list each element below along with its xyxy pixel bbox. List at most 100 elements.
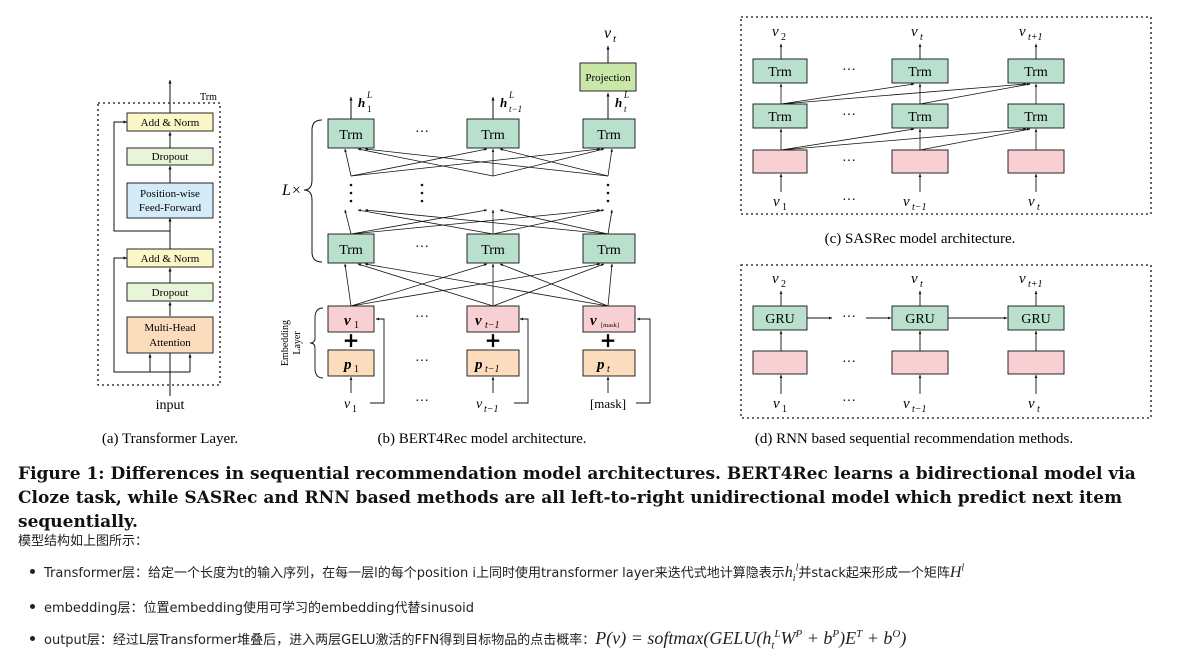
htm1-label: h — [500, 95, 507, 110]
bullet-embedding-text: embedding层：位置embedding使用可学习的embedding代替s… — [44, 601, 475, 616]
d-embed-3 — [1007, 350, 1065, 375]
projection-box — [579, 62, 637, 92]
ht-sub: t — [624, 104, 627, 114]
vertical-dots — [349, 183, 610, 203]
bullet-dot — [30, 636, 35, 641]
ffn-label-1: Position-wise — [140, 188, 200, 200]
d-bot-vtm1: v — [903, 396, 910, 412]
ht-sup: L — [623, 90, 629, 100]
d-bot-v1: v — [773, 396, 780, 412]
c-trm-upper-2 — [891, 58, 949, 84]
in-v1: v — [344, 397, 351, 412]
caption-c: (c) SASRec model architecture. — [825, 231, 1016, 247]
c-trm-upper-1-label: Trm — [768, 65, 792, 80]
c-trm-lower-1 — [752, 103, 808, 129]
formula-h: hil — [784, 562, 799, 585]
d-gru-2-label: GRU — [905, 312, 935, 327]
d-embed-2 — [891, 350, 949, 375]
d-top-vt: v — [911, 271, 918, 287]
bullet-embedding: embedding层：位置embedding使用可学习的embedding代替s… — [30, 597, 474, 616]
sasrec-dotted-box — [740, 16, 1152, 215]
c-trm-lower-2-label: Trm — [908, 110, 932, 125]
mid-cross-arrows — [344, 209, 613, 235]
ellipsis-in: ··· — [415, 394, 429, 409]
panel-d-rnn: v 2 v t v t+1 GRU ··· GRU GRU ··· — [740, 264, 1152, 447]
vmask-embed — [582, 305, 636, 333]
vtm1-embed — [466, 305, 520, 333]
dropout-top-box — [126, 147, 214, 166]
d-gru-3 — [1007, 305, 1065, 331]
caption-a: (a) Transformer Layer. — [102, 431, 238, 447]
formula-output-head: P(v) = softmax(GELU(h — [595, 628, 772, 648]
h1-sub: 1 — [367, 104, 372, 114]
mha-label-1: Multi-Head — [144, 322, 196, 334]
trm-top-2 — [466, 118, 520, 149]
c-bot-vt-sub: t — [1037, 202, 1040, 213]
d-top-vt-sub: t — [920, 279, 923, 290]
ht-label: h — [615, 95, 622, 110]
d-top-v2: v — [772, 271, 779, 287]
bullet-transformer: Transformer层：给定一个长度为t的输入序列，在每一层l的每个posit… — [30, 562, 964, 584]
c-bot-vtm1: v — [903, 194, 910, 210]
c-top-v2-sub: 2 — [781, 32, 786, 43]
dropout-top-label: Dropout — [152, 151, 189, 163]
vtm1-embed-v: v — [475, 313, 482, 329]
dropout-bottom-label: Dropout — [152, 287, 189, 299]
v1-embed-sub: 1 — [354, 320, 359, 331]
d-ellipsis-2: ··· — [842, 355, 856, 370]
ptm1-embed-sub: t−1 — [485, 364, 500, 375]
p1-embed — [327, 349, 375, 377]
ptm1-embed-p: p — [473, 357, 483, 373]
ellipsis-v: ··· — [415, 310, 429, 325]
c-ellipsis-4: ··· — [842, 193, 856, 208]
in-vtm1-sub: t−1 — [484, 404, 499, 415]
c-ellipsis-1: ··· — [842, 63, 856, 78]
bullet-transformer-text: Transformer层：给定一个长度为t的输入序列，在每一层l的每个posit… — [44, 566, 785, 581]
d-gru-1 — [752, 305, 808, 331]
intro-text: 模型结构如上图所示： — [18, 534, 149, 549]
top-cross-arrows — [344, 148, 613, 177]
plus-1: + — [343, 328, 360, 352]
trm-top-1 — [327, 118, 375, 149]
lx-label: L× — [281, 182, 302, 199]
ellipsis-p: ··· — [415, 354, 429, 369]
c-trm-upper-2-label: Trm — [908, 65, 932, 80]
trm-bot-1 — [327, 233, 375, 264]
d-embed-1 — [752, 350, 808, 375]
add-norm-bottom-label: Add & Norm — [141, 253, 200, 265]
ellipsis-top: ··· — [415, 125, 429, 140]
output-v-sub: t — [613, 33, 617, 45]
input-label: input — [156, 398, 185, 413]
c-bot-v1: v — [773, 194, 780, 210]
p1-embed-p: p — [342, 357, 352, 373]
d-gru-2 — [891, 305, 949, 331]
bullet-dot — [30, 604, 35, 609]
in-v1-sub: 1 — [352, 404, 357, 415]
trm-bot-2 — [466, 233, 520, 264]
mha-label-2: Attention — [149, 337, 191, 349]
ffn-box — [126, 182, 214, 219]
d-top-vt1: v — [1019, 271, 1026, 287]
embedding-layer-label-1: Embedding — [280, 320, 291, 366]
trm-bot-2-label: Trm — [481, 243, 505, 258]
c-top-vt1: v — [1019, 24, 1026, 40]
bullet-transformer-after: 并stack起来形成一个矩阵 — [798, 566, 950, 581]
c-trm-upper-3-label: Trm — [1024, 65, 1048, 80]
formula-H: Hl — [949, 562, 965, 581]
panel-c-sasrec: v 2 v t v t+1 Trm ··· Trm Trm Trm ··· — [740, 16, 1152, 247]
rnn-dotted-box — [740, 264, 1152, 419]
add-norm-top-label: Add & Norm — [141, 117, 200, 129]
d-top-vt1-sub: t+1 — [1028, 279, 1043, 290]
bullet-output-text: output层：经过L层Transformer堆叠后，进入两层GELU激活的FF… — [44, 633, 596, 648]
c-trm-upper-3 — [1007, 58, 1065, 84]
trm-bot-3 — [582, 233, 636, 264]
d-gru-3-label: GRU — [1021, 312, 1051, 327]
bullet-output: output层：经过L层Transformer堆叠后，进入两层GELU激活的FF… — [30, 628, 906, 652]
embedding-layer-label-2: Layer — [292, 331, 303, 355]
mha-box — [126, 316, 214, 354]
d-bot-vt-sub: t — [1037, 404, 1040, 415]
d-top-v2-sub: 2 — [781, 279, 786, 290]
d-gru-1-label: GRU — [765, 312, 795, 327]
c-trm-lower-3-label: Trm — [1024, 110, 1048, 125]
c-embed-1 — [752, 149, 808, 174]
